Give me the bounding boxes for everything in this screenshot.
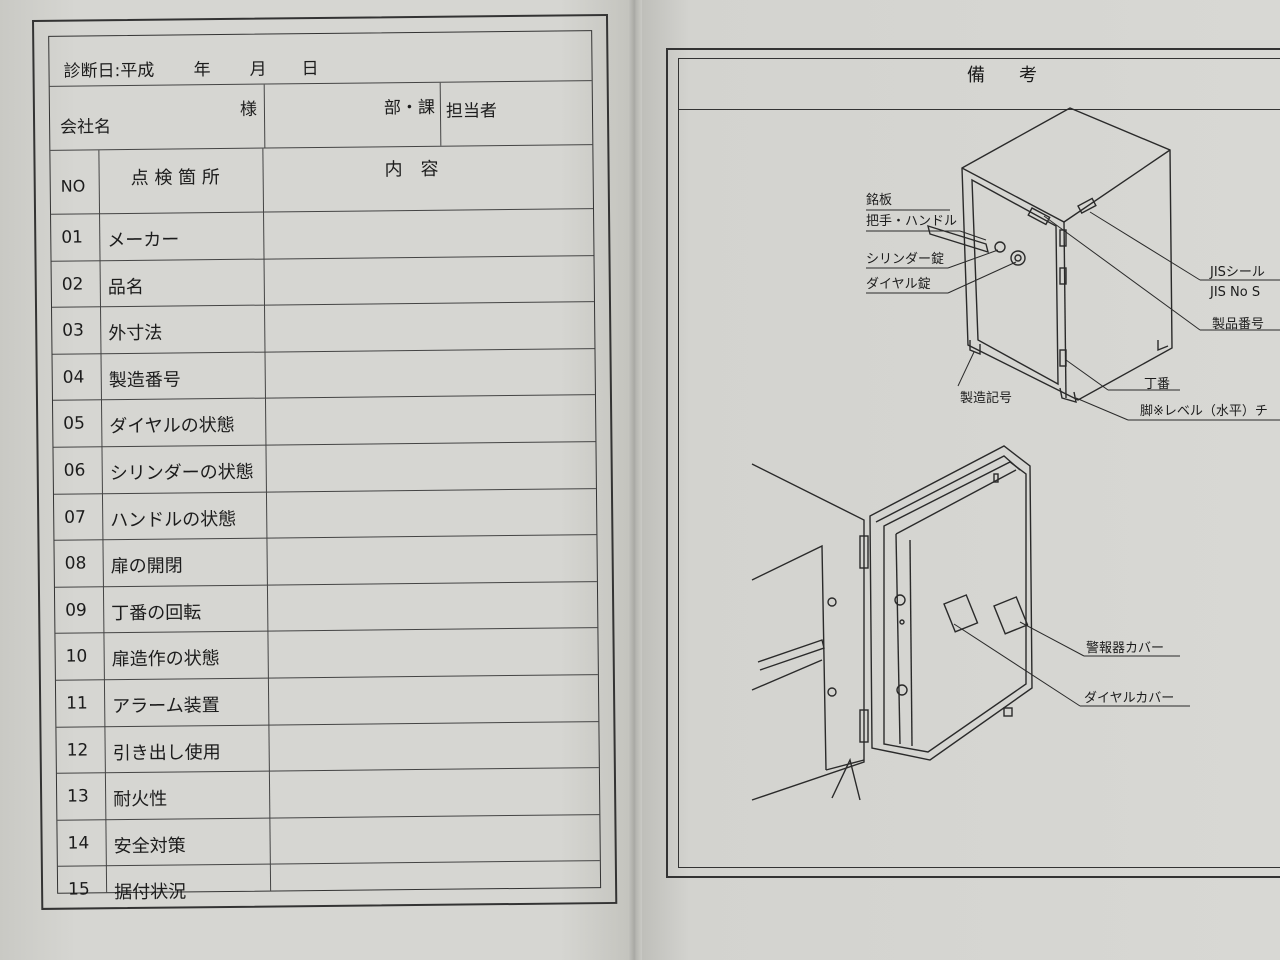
callout-hinge: 丁番 [1144,377,1170,392]
dial-lock-shape [1010,250,1026,266]
open-safe-body [751,463,865,801]
callout-dial: ダイヤル錠 [866,277,931,292]
callout-jis-seal: JISシール [1209,265,1265,280]
callout-mfg-mark: 製造記号 [960,390,1012,406]
cylinder-lock-shape [994,241,1006,253]
book-spine [628,0,642,960]
dial-cover-box [943,594,979,633]
handle-shape [927,224,989,254]
remarks-panel: 備考 [666,48,1280,878]
callout-alarm-cover: 警報器カバー [1086,640,1164,656]
callout-nameplate: 銘板 [866,193,892,208]
remarks-title: 備考 [967,65,1071,86]
callout-handle: 把手・ハンドル [866,214,957,229]
remarks-title-bar: 備考 [679,59,1280,110]
open-door [869,445,1033,761]
alarm-cover-box [993,596,1029,635]
callout-leg: 脚※レベル（水平）チ [1140,403,1268,419]
left-page [0,0,636,960]
callout-dial-cover: ダイヤルカバー [1084,691,1174,706]
callout-jis-no: JIS No S [1209,285,1260,300]
right-page [638,0,1280,960]
callout-cylinder: シリンダー錠 [866,252,944,267]
safe-outline [961,107,1173,401]
callout-serial: 製品番号 [1212,317,1264,332]
